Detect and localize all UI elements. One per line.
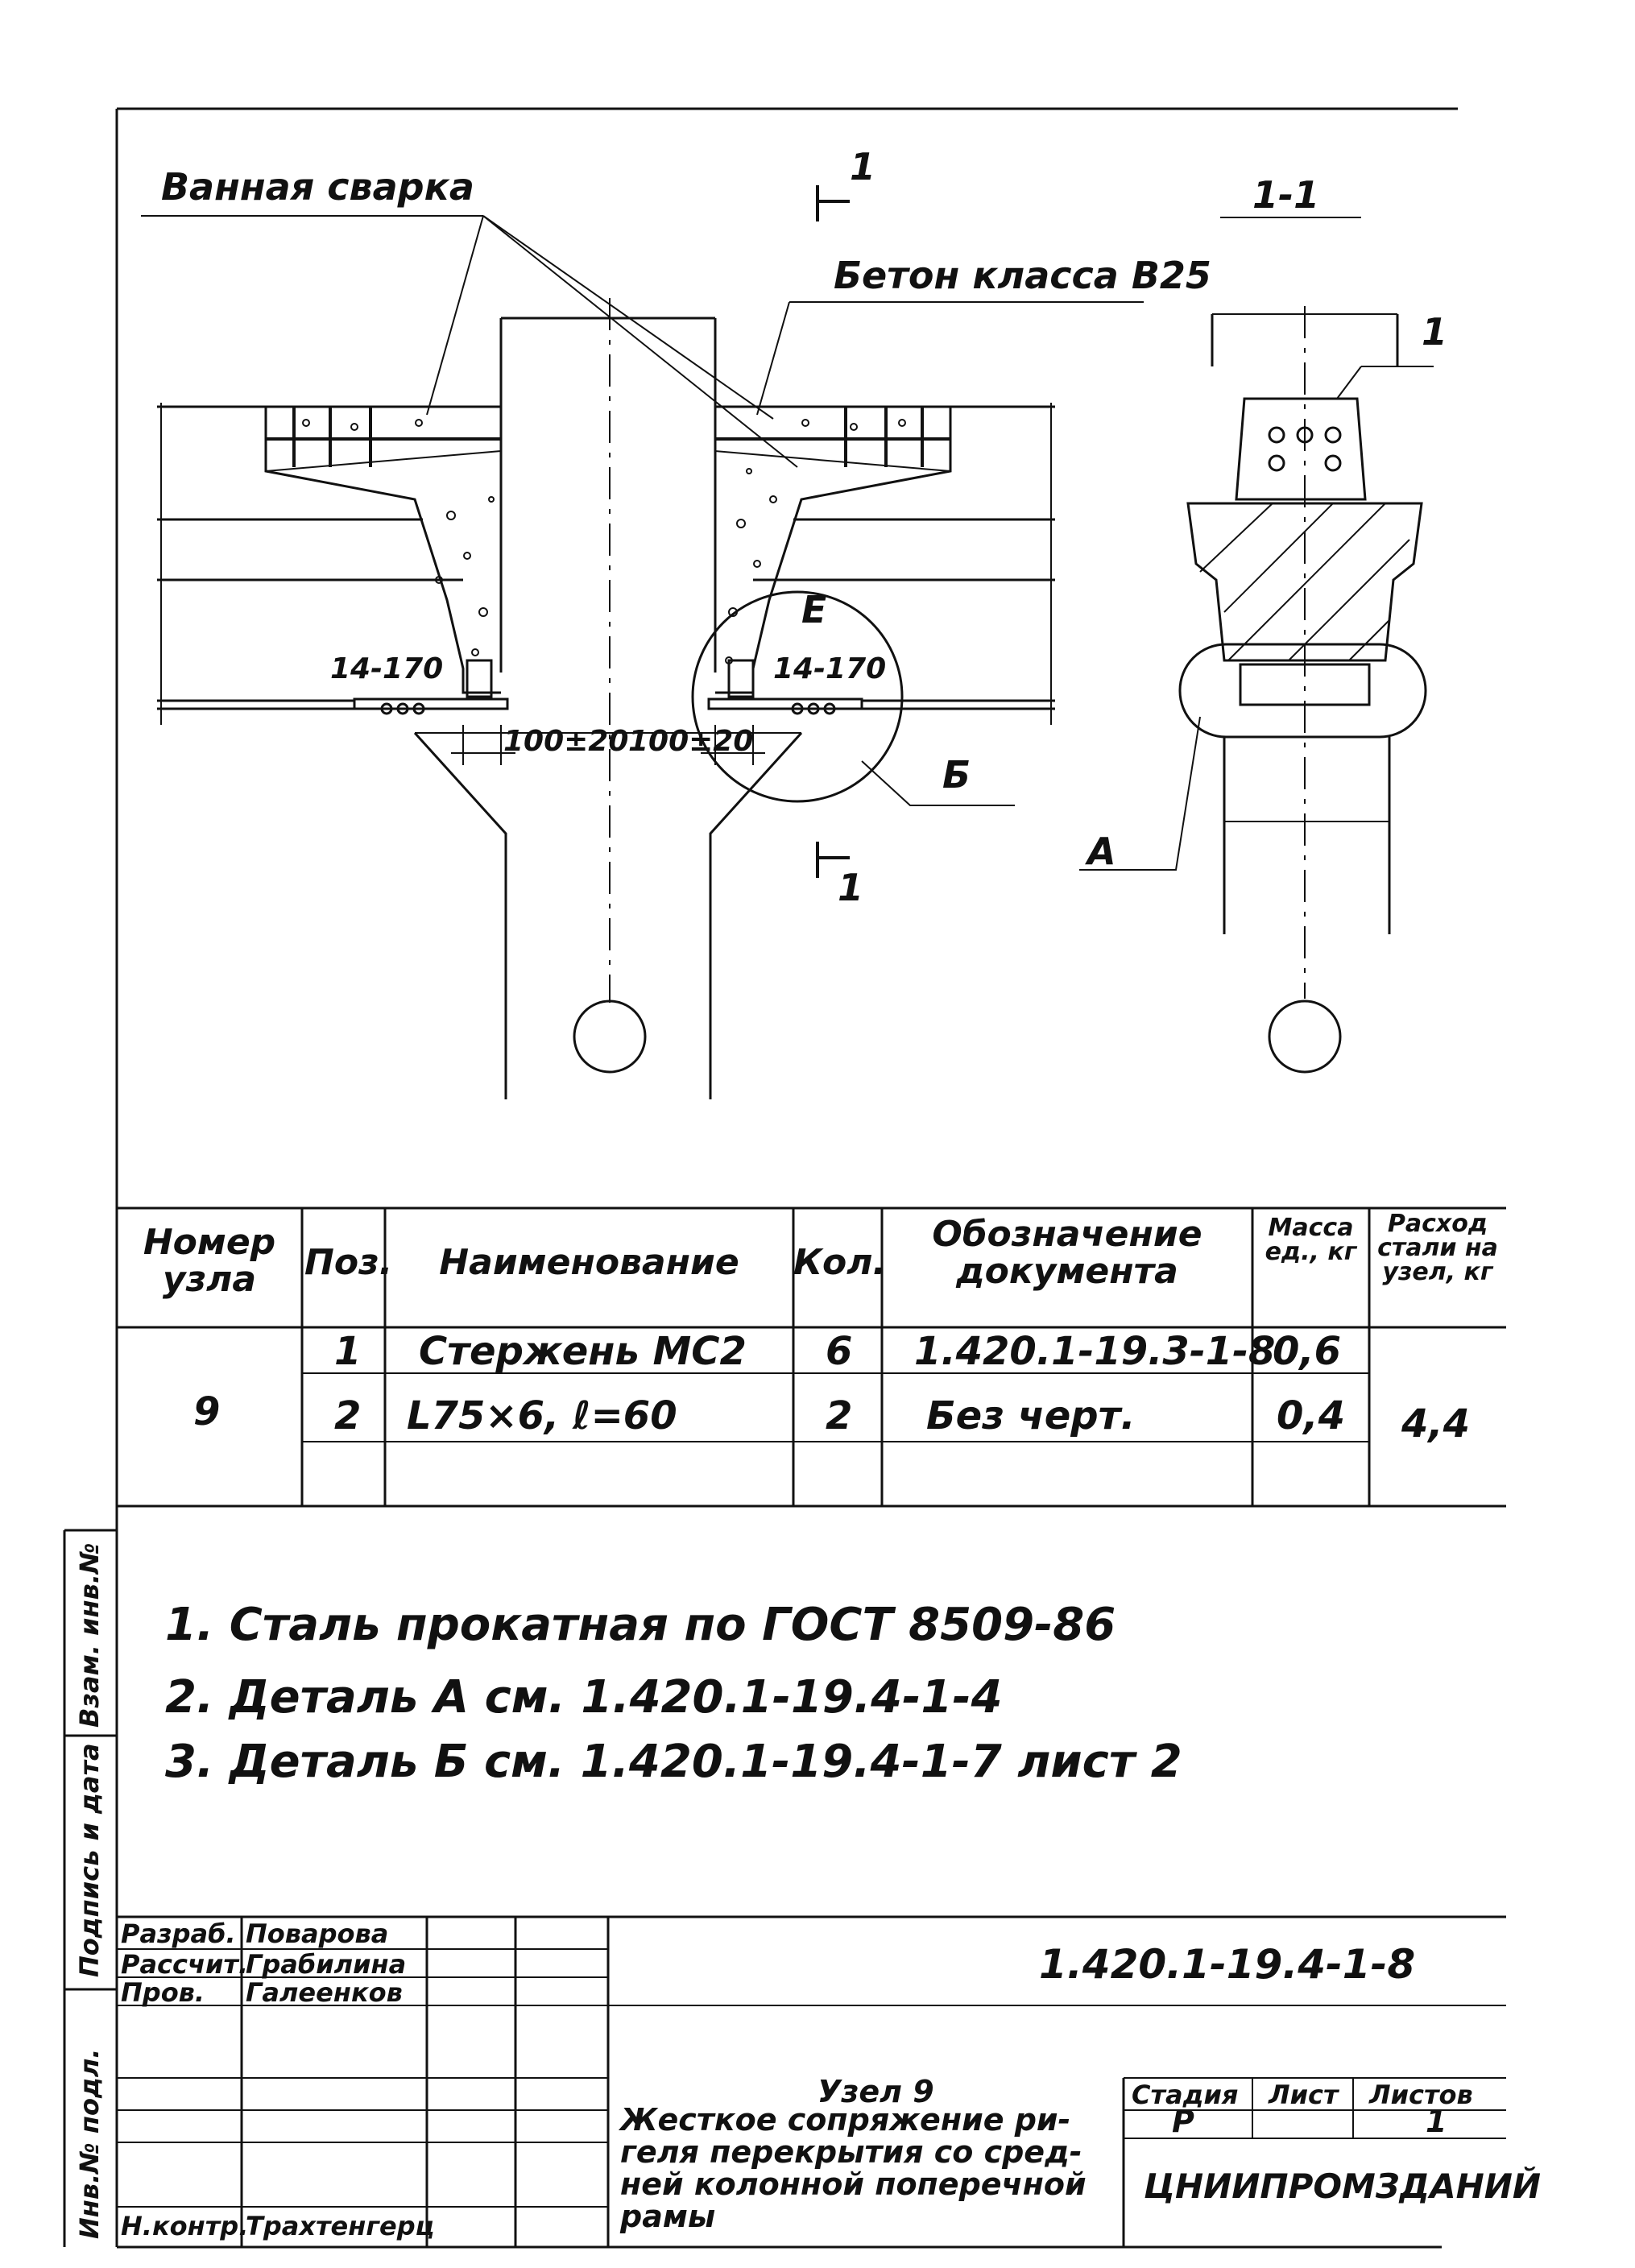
section-mark-bottom: 1 (838, 866, 864, 909)
row-2-doc: Без черт. (926, 1393, 1136, 1438)
tb-name-7: Трахтенгерц (246, 2211, 435, 2241)
header-pos: Поз. (304, 1242, 393, 1283)
stage-value: Р (1172, 2104, 1194, 2139)
title-line-4: ней колонной поперечной (620, 2167, 1087, 2202)
row-1-qty: 6 (826, 1329, 853, 1374)
section-title: 1-1 (1252, 173, 1320, 217)
concrete-class-label: Бетон класса В25 (834, 254, 1211, 297)
header-name: Наименование (439, 1242, 739, 1283)
section-1-1 (1079, 217, 1434, 1074)
bearing-plates (353, 659, 863, 715)
title-line-2: Жесткое сопряжение ри- (620, 2102, 1071, 2138)
sheets-value: 1 (1426, 2104, 1447, 2139)
sheet-label: Лист (1269, 2080, 1339, 2110)
node-label: Е (801, 588, 827, 631)
document-code: 1.420.1-19.4-1-8 (1039, 1941, 1416, 1988)
title-line-1: Узел 9 (818, 2074, 934, 2109)
weld-label: Ванная сварка (161, 165, 474, 209)
column-elevation (413, 298, 803, 1099)
detail-b-circle (691, 590, 904, 803)
dimension-lines (451, 725, 765, 765)
header-node: Номер узла (143, 1222, 276, 1301)
spacing-right-label: 14-170 (773, 652, 887, 685)
header-doc: Обозначение документа (932, 1214, 1202, 1293)
tb-name-1: Поварова (246, 1918, 389, 1949)
tb-role-7: Н.контр. (121, 2211, 249, 2241)
note-1: 1. Сталь прокатная по ГОСТ 8509-86 (165, 1599, 1116, 1651)
node-number: 9 (193, 1389, 221, 1434)
organization: ЦНИИПРОМЗДАНИЙ (1144, 2167, 1542, 2206)
stage-label: Стадия (1132, 2080, 1239, 2110)
tb-name-3: Галеенков (246, 1977, 403, 2008)
section-marks (816, 185, 850, 878)
row-2-mass: 0,4 (1277, 1393, 1346, 1438)
tb-name-2: Грабилина (246, 1949, 407, 1980)
header-steel: Расход стали на узел, кг (1377, 1210, 1498, 1286)
title-block-grid (117, 1915, 1506, 2247)
note-2: 2. Деталь А см. 1.420.1-19.4-1-4 (165, 1671, 1003, 1724)
steel-total: 4,4 (1401, 1401, 1471, 1446)
tb-role-2: Рассчит. (121, 1949, 249, 1980)
row-1-doc: 1.420.1-19.3-1-8 (914, 1329, 1276, 1374)
detail-b-label: Б (942, 753, 971, 797)
tb-role-3: Пров. (121, 1977, 205, 2008)
axis-marker-left (573, 999, 647, 1074)
side-stamp-inv: Взам. инв.№ (74, 1542, 105, 1728)
title-line-3: геля перекрытия со сред- (620, 2134, 1082, 2170)
detail-b-leader (861, 760, 1015, 806)
position-1-callout: 1 (1422, 310, 1448, 354)
note-3: 3. Деталь Б см. 1.420.1-19.4-1-7 лист 2 (165, 1736, 1182, 1788)
detail-a-outline (1178, 643, 1427, 739)
weld-leaders (141, 215, 1144, 468)
row-1-mass: 0,6 (1273, 1329, 1342, 1374)
row-1-pos: 1 (334, 1329, 362, 1374)
row-2-pos: 2 (334, 1393, 362, 1438)
side-stamp-sign: Подпись и дата (74, 1743, 105, 1977)
side-stamp-grid (63, 1529, 117, 2247)
sheets-label: Листов (1369, 2080, 1473, 2110)
header-qty: Кол. (793, 1242, 887, 1283)
section-mark-top: 1 (850, 145, 876, 188)
tb-role-1: Разраб. (121, 1918, 236, 1949)
row-2-qty: 2 (826, 1393, 853, 1438)
header-mass: Масса ед., кг (1265, 1214, 1357, 1266)
sheet-frame (115, 107, 1458, 2247)
side-stamp-orig: Инв.№ подл. (74, 2048, 105, 2239)
rebars (266, 407, 950, 467)
spec-table-grid (117, 1206, 1506, 1508)
row-1-name: Стержень МС2 (419, 1329, 747, 1374)
gap-left-label: 100±20 (503, 725, 629, 758)
gap-right-label: 100±20 (628, 725, 754, 758)
row-2-name: L75×6, ℓ=60 (407, 1393, 677, 1438)
spacing-left-label: 14-170 (330, 652, 444, 685)
axis-marker-right (1268, 999, 1342, 1074)
detail-a-label: А (1087, 830, 1116, 873)
title-line-5: рамы (620, 2199, 716, 2234)
